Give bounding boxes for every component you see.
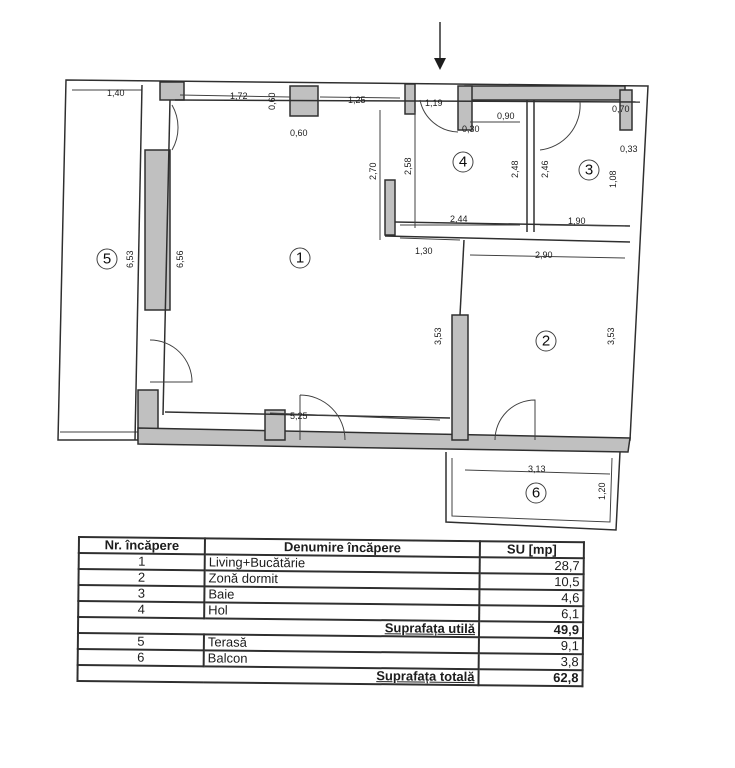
svg-text:5: 5 xyxy=(103,251,111,268)
cell-nr: 3 xyxy=(78,585,205,603)
door xyxy=(171,104,179,151)
room-marker-3: 3 xyxy=(578,159,600,181)
dim-label: 2,70 xyxy=(368,162,378,180)
room-marker-4: 4 xyxy=(452,151,474,173)
cell-su: 10,5 xyxy=(479,573,584,591)
header-su: SU [mp] xyxy=(479,541,584,559)
dim-label: 0,33 xyxy=(620,144,638,154)
dim-label: 6,56 xyxy=(175,250,185,268)
svg-text:6: 6 xyxy=(532,485,540,502)
cell-nr: 6 xyxy=(77,649,204,667)
room-marker-1: 1 xyxy=(289,247,311,269)
entrance-arrow-icon xyxy=(434,22,446,70)
dim-label: 5,25 xyxy=(290,411,308,421)
dim-label: 0,60 xyxy=(267,92,277,110)
dim-label: 0,60 xyxy=(290,128,308,138)
room-marker-2: 2 xyxy=(535,330,557,352)
dim-label: 1,30 xyxy=(415,246,433,256)
dim-label: 1,20 xyxy=(597,482,607,500)
total-label: Suprafața totală xyxy=(77,665,479,686)
svg-text:2: 2 xyxy=(542,333,550,350)
dim-label: 6,53 xyxy=(125,250,135,268)
dim-label: 0,70 xyxy=(612,104,630,114)
balcony-outline xyxy=(445,451,621,531)
dim-label: 1,90 xyxy=(568,216,586,226)
floor-plan: 1,40 1,72 0,60 0,60 1,25 1,19 0,30 0,90 … xyxy=(57,22,649,531)
svg-text:4: 4 xyxy=(459,154,467,171)
dim-label: 1,08 xyxy=(608,170,618,188)
dim-label: 1,40 xyxy=(107,88,125,98)
dim-label: 1,72 xyxy=(230,91,248,101)
dim-label: 0,30 xyxy=(462,124,480,134)
cell-nr: 2 xyxy=(78,569,205,587)
svg-text:1: 1 xyxy=(296,250,304,267)
room-marker-5: 5 xyxy=(96,248,118,270)
dim-label: 2,90 xyxy=(535,250,553,260)
cell-nr: 5 xyxy=(77,633,204,651)
cell-su: 3,8 xyxy=(478,653,583,671)
area-table: Nr. încăpere Denumire încăpere SU [mp] 1… xyxy=(76,536,585,687)
cell-su: 6,1 xyxy=(479,605,584,623)
dim-label: 0,90 xyxy=(497,111,515,121)
dim-label: 1,19 xyxy=(425,98,443,108)
svg-text:3: 3 xyxy=(585,162,593,179)
util-value: 49,9 xyxy=(478,621,584,639)
dim-label: 3,53 xyxy=(606,327,616,345)
header-nr: Nr. încăpere xyxy=(78,537,205,555)
cell-su: 4,6 xyxy=(479,589,584,607)
dim-label: 2,46 xyxy=(540,160,550,178)
total-value: 62,8 xyxy=(478,669,583,687)
dim-label: 2,44 xyxy=(450,214,468,224)
dim-label: 3,53 xyxy=(433,327,443,345)
dim-label: 2,48 xyxy=(510,160,520,178)
room-marker-6: 6 xyxy=(525,482,547,504)
dim-label: 1,25 xyxy=(348,95,366,105)
dim-label: 3,13 xyxy=(528,464,546,474)
wall xyxy=(159,81,185,101)
cell-nr: 1 xyxy=(78,553,205,571)
cell-su: 9,1 xyxy=(478,637,583,655)
cell-nr: 4 xyxy=(78,601,205,619)
cell-su: 28,7 xyxy=(479,557,584,575)
dim-label: 2,58 xyxy=(403,157,413,175)
